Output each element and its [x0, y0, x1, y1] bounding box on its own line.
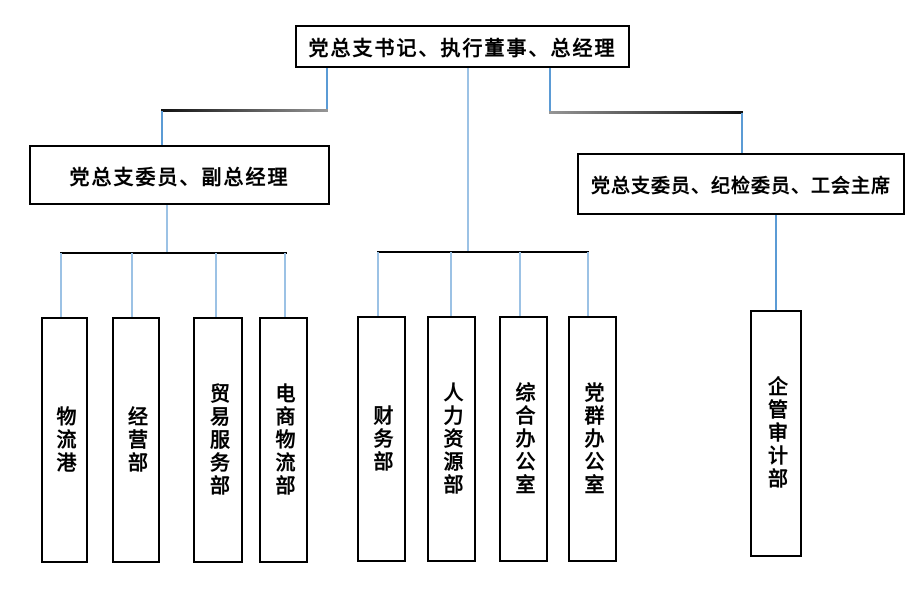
dept-label: 党群办公室	[581, 381, 603, 497]
org-box-dept-renliziyuanbu: 人力资源部	[427, 316, 476, 562]
org-box-dept-maoyifuwubu: 贸易服务部	[193, 317, 243, 563]
org-box-dept-dianshangwuliubu: 电商物流部	[259, 317, 308, 563]
dept-label: 电商物流部	[272, 382, 294, 498]
connector-line	[775, 215, 777, 311]
connector-line	[161, 111, 163, 147]
connector-line	[519, 252, 521, 317]
connector-line	[60, 252, 287, 254]
dept-label: 企管审计部	[764, 376, 787, 491]
connector-line	[377, 251, 589, 253]
connector-line	[284, 253, 286, 318]
connector-line	[166, 205, 168, 254]
connector-line	[587, 252, 589, 317]
org-box-dept-wuliugang: 物流港	[41, 317, 88, 563]
dept-label: 人力资源部	[440, 381, 462, 497]
connector-line	[549, 111, 743, 114]
connector-line	[131, 253, 133, 318]
org-box-root-label: 党总支书记、执行董事、总经理	[308, 38, 617, 60]
org-box-deputy-right: 党总支委员、纪检委员、工会主席	[577, 153, 905, 215]
org-box-dept-qiguanshenjibu: 企管审计部	[750, 310, 802, 557]
connector-line	[377, 252, 379, 317]
org-box-deputy-right-label: 党总支委员、纪检委员、工会主席	[590, 175, 891, 197]
dept-label: 物流港	[53, 405, 75, 475]
connector-line	[549, 68, 551, 113]
connector-line	[450, 252, 452, 317]
org-box-dept-caiwubu: 财务部	[357, 316, 406, 562]
dept-label: 财务部	[370, 404, 392, 474]
org-box-dept-dangqunbangongshi: 党群办公室	[568, 316, 617, 562]
org-box-root: 党总支书记、执行董事、总经理	[295, 25, 630, 68]
connector-line	[215, 253, 217, 318]
org-box-dept-zonghebangongshi: 综合办公室	[499, 316, 548, 562]
connector-line	[467, 68, 469, 252]
org-box-deputy-left-label: 党总支委员、副总经理	[69, 166, 290, 189]
dept-label: 经营部	[124, 405, 147, 475]
org-box-dept-jingyingbu: 经营部	[112, 317, 160, 563]
dept-label: 贸易服务部	[206, 382, 229, 498]
connector-line	[60, 253, 62, 318]
connector-line	[161, 109, 328, 112]
dept-label: 综合办公室	[512, 381, 534, 497]
connector-line	[326, 68, 328, 111]
connector-line	[741, 113, 743, 155]
org-box-deputy-left: 党总支委员、副总经理	[29, 145, 330, 205]
